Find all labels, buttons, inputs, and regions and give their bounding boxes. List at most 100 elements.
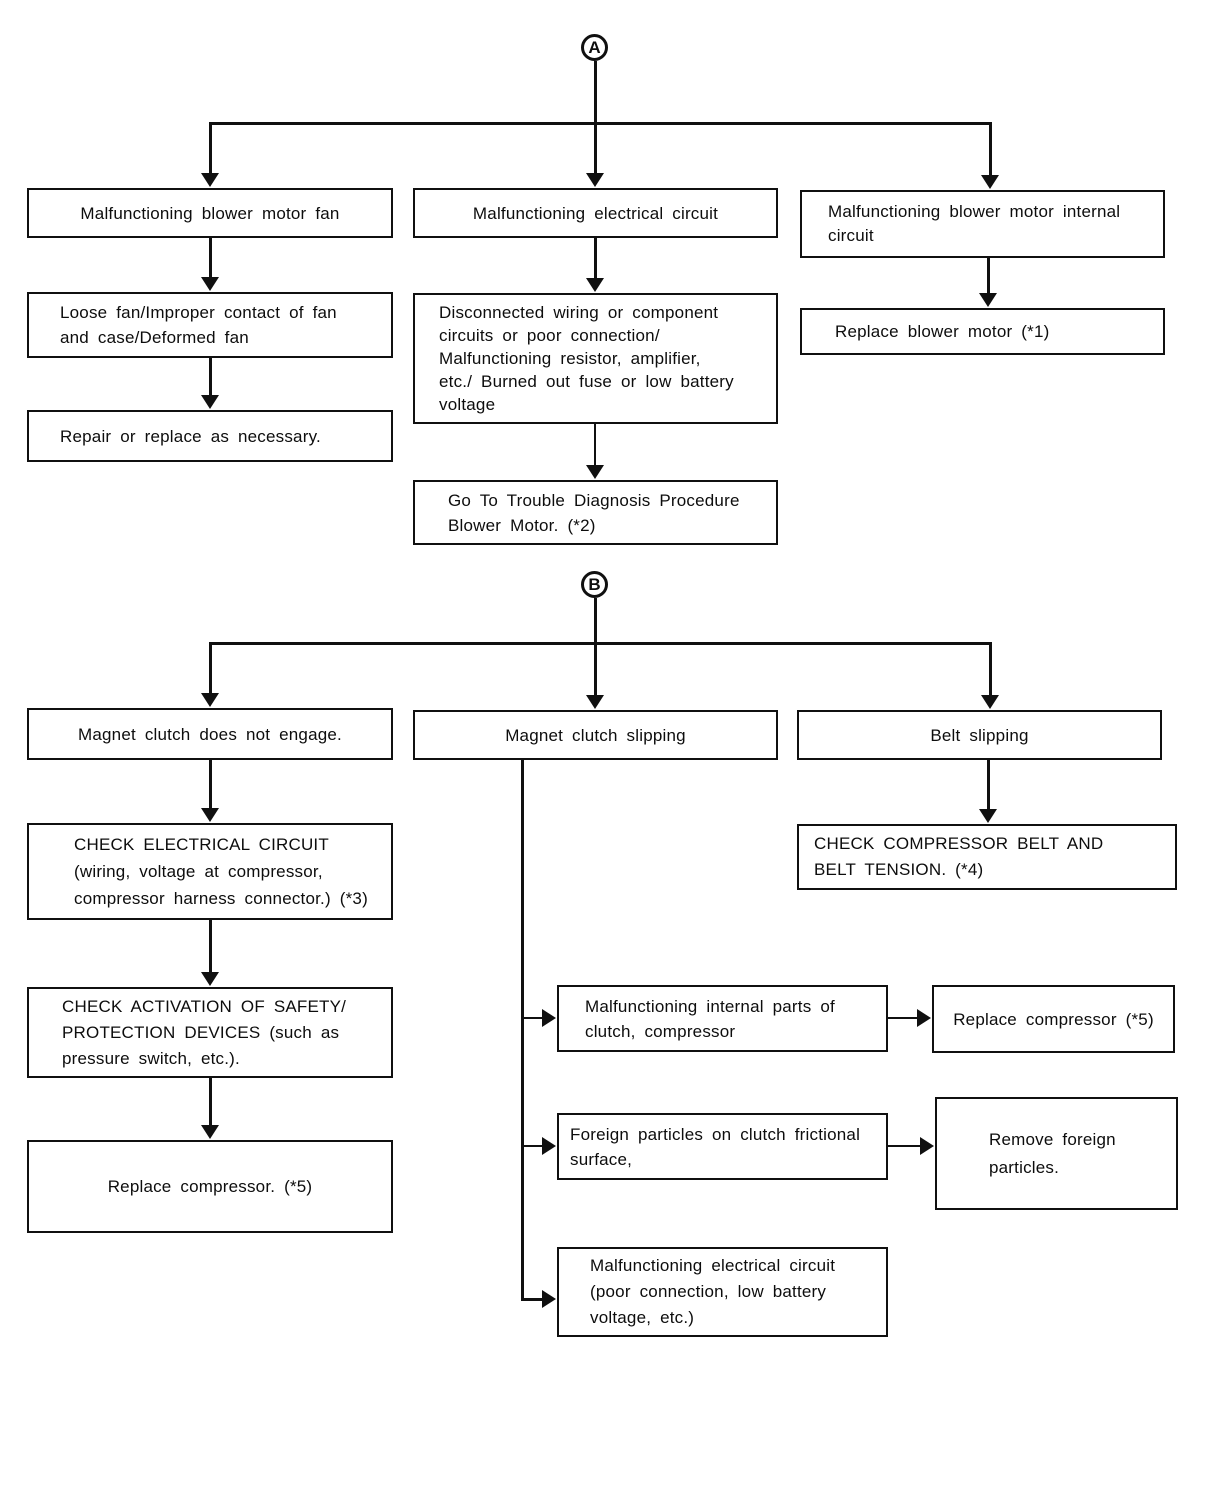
line-engage-to-check bbox=[209, 760, 212, 809]
text-line: Blower Motor. (*2) bbox=[448, 515, 596, 535]
box-go-to-trouble-diagnosis: Go To Trouble Diagnosis Procedure Blower… bbox=[413, 480, 778, 545]
box-replace-compressor-left: Replace compressor. (*5) bbox=[27, 1140, 393, 1233]
box-loose-fan: Loose fan/Improper contact of fan and ca… bbox=[27, 292, 393, 358]
box-foreign-particles: Foreign particles on clutch frictional s… bbox=[557, 1113, 888, 1180]
text-line: compressor harness connector.) (*3) bbox=[74, 889, 368, 908]
text-line: clutch, compressor bbox=[585, 1021, 736, 1041]
arrow-right-icon bbox=[542, 1290, 556, 1308]
line-clutch-slipping-stem bbox=[521, 760, 524, 1301]
arrow-down-icon bbox=[586, 278, 604, 292]
box-blower-internal-circuit: Malfunctioning blower motor internal cir… bbox=[800, 190, 1165, 258]
text-line: Magnet clutch slipping bbox=[505, 725, 686, 745]
arrow-down-icon bbox=[201, 173, 219, 187]
box-electrical-circuit: Malfunctioning electrical circuit bbox=[413, 188, 778, 238]
box-check-electrical-circuit: CHECK ELECTRICAL CIRCUIT (wiring, voltag… bbox=[27, 823, 393, 920]
text-line: Remove foreign bbox=[989, 1129, 1116, 1149]
text-line: Repair or replace as necessary. bbox=[60, 426, 321, 446]
arrow-down-icon bbox=[979, 293, 997, 307]
text-line: etc./ Burned out fuse or low battery bbox=[439, 372, 734, 391]
line-b-trunk bbox=[594, 598, 597, 644]
text-line: Belt slipping bbox=[930, 725, 1029, 745]
arrow-right-icon bbox=[542, 1009, 556, 1027]
arrow-down-icon bbox=[201, 277, 219, 291]
line-b-stub-right bbox=[989, 642, 992, 696]
text-line: Disconnected wiring or component bbox=[439, 303, 719, 322]
text-line: pressure switch, etc.). bbox=[62, 1048, 240, 1068]
text-line: Malfunctioning internal parts of bbox=[585, 996, 835, 1016]
text-line: PROTECTION DEVICES (such as bbox=[62, 1022, 340, 1042]
line-branch1-out bbox=[888, 1017, 918, 1019]
connector-label-a: A bbox=[581, 34, 608, 61]
line-safety-to-replace bbox=[209, 1078, 212, 1126]
box-clutch-not-engage: Magnet clutch does not engage. bbox=[27, 708, 393, 760]
text-line: surface, bbox=[570, 1149, 633, 1169]
arrow-down-icon bbox=[201, 1125, 219, 1139]
connector-label-a-text: A bbox=[588, 37, 601, 57]
line-branch1-in bbox=[521, 1017, 543, 1019]
text-line: and case/Deformed fan bbox=[60, 328, 249, 347]
line-a-stub-left bbox=[209, 122, 212, 174]
arrow-right-icon bbox=[542, 1137, 556, 1155]
arrow-right-icon bbox=[920, 1137, 934, 1155]
line-branch2-out bbox=[888, 1145, 921, 1147]
box-remove-particles: Remove foreign particles. bbox=[935, 1097, 1178, 1210]
text-line: Replace compressor (*5) bbox=[953, 1009, 1154, 1029]
line-b-stub-middle bbox=[594, 642, 597, 696]
text-line: Malfunctioning resistor, amplifier, bbox=[439, 349, 701, 368]
line-circuit-to-cause bbox=[594, 238, 597, 279]
arrow-down-icon bbox=[979, 809, 997, 823]
line-a-stub-middle bbox=[594, 122, 597, 174]
box-internal-parts: Malfunctioning internal parts of clutch,… bbox=[557, 985, 888, 1052]
arrow-down-icon bbox=[981, 175, 999, 189]
text-line: Malfunctioning electrical circuit bbox=[590, 1256, 836, 1275]
line-a-trunk bbox=[594, 61, 597, 123]
text-line: Replace compressor. (*5) bbox=[107, 1177, 313, 1196]
text-line: circuit bbox=[828, 226, 874, 245]
box-electrical-circuit-poor: Malfunctioning electrical circuit (poor … bbox=[557, 1247, 888, 1337]
box-replace-blower-motor: Replace blower motor (*1) bbox=[800, 308, 1165, 355]
text-line: CHECK ELECTRICAL CIRCUIT bbox=[74, 835, 329, 854]
text-line: Malfunctioning electrical circuit bbox=[472, 203, 719, 223]
line-check-to-safety bbox=[209, 920, 212, 973]
box-check-compressor-belt: CHECK COMPRESSOR BELT AND BELT TENSION. … bbox=[797, 824, 1177, 890]
line-belt-to-check bbox=[987, 760, 990, 810]
text-line: Foreign particles on clutch frictional bbox=[570, 1124, 861, 1144]
text-line: voltage, etc.) bbox=[590, 1308, 695, 1327]
arrow-down-icon bbox=[586, 695, 604, 709]
line-fan-to-cause bbox=[209, 238, 212, 278]
text-line: CHECK COMPRESSOR BELT AND bbox=[814, 834, 1104, 853]
arrow-down-icon bbox=[201, 395, 219, 409]
box-blower-fan: Malfunctioning blower motor fan bbox=[27, 188, 393, 238]
connector-label-b: B bbox=[581, 571, 608, 598]
line-a-branch-horizontal bbox=[209, 122, 991, 125]
line-b-stub-left bbox=[209, 642, 212, 694]
text-line: Loose fan/Improper contact of fan bbox=[60, 303, 337, 322]
text-line: (wiring, voltage at compressor, bbox=[74, 862, 323, 881]
arrow-down-icon bbox=[201, 972, 219, 986]
arrow-down-icon bbox=[586, 465, 604, 479]
text-line: circuits or poor connection/ bbox=[439, 326, 660, 345]
text-line: Go To Trouble Diagnosis Procedure bbox=[448, 490, 740, 510]
arrow-down-icon bbox=[586, 173, 604, 187]
arrow-right-icon bbox=[917, 1009, 931, 1027]
line-branch3-in bbox=[521, 1298, 543, 1301]
arrow-down-icon bbox=[201, 693, 219, 707]
text-line: Malfunctioning blower motor internal bbox=[828, 202, 1121, 221]
text-line: (poor connection, low battery bbox=[590, 1282, 827, 1301]
box-repair-replace: Repair or replace as necessary. bbox=[27, 410, 393, 462]
box-check-safety-devices: CHECK ACTIVATION OF SAFETY/ PROTECTION D… bbox=[27, 987, 393, 1078]
arrow-down-icon bbox=[981, 695, 999, 709]
connector-label-b-text: B bbox=[588, 574, 601, 594]
text-line: Malfunctioning blower motor fan bbox=[80, 203, 340, 223]
text-line: BELT TENSION. (*4) bbox=[814, 860, 984, 879]
box-clutch-slipping: Magnet clutch slipping bbox=[413, 710, 778, 760]
text-line: CHECK ACTIVATION OF SAFETY/ bbox=[62, 996, 347, 1016]
arrow-down-icon bbox=[201, 808, 219, 822]
line-cause-to-repair bbox=[209, 358, 212, 396]
text-line: Replace blower motor (*1) bbox=[835, 322, 1050, 341]
line-internal-to-replace bbox=[987, 258, 990, 294]
line-branch2-in bbox=[521, 1145, 543, 1147]
text-line: voltage bbox=[439, 395, 496, 414]
line-cause-to-procedure bbox=[594, 424, 596, 466]
